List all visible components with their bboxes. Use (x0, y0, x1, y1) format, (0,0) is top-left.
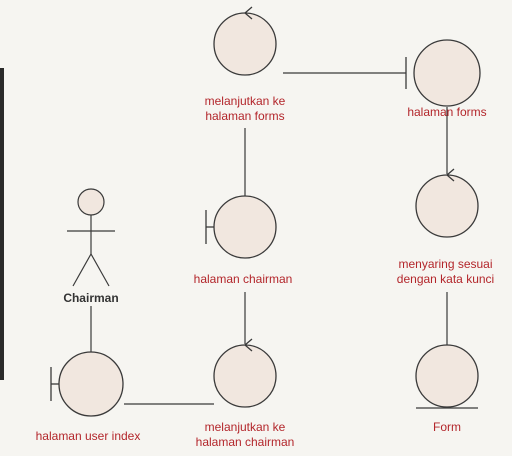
label-form: Form (433, 420, 461, 434)
label-halaman-user-index: halaman user index (35, 429, 141, 443)
entity-form[interactable] (415, 344, 479, 409)
control-melanjutkan-chairman[interactable] (213, 338, 277, 408)
label-halaman-forms: halaman forms (407, 105, 487, 119)
control-melanjutkan-forms[interactable] (213, 6, 277, 76)
label-melanjutkan-forms: melanjutkan ke halaman forms (204, 94, 286, 123)
boundary-halaman-user-index[interactable] (50, 351, 124, 417)
label-halaman-chairman: halaman chairman (193, 272, 293, 286)
label-melanjutkan-chairman: melanjutkan ke halaman chairman (195, 420, 295, 449)
boundary-halaman-chairman[interactable] (205, 195, 277, 259)
control-menyaring[interactable] (415, 168, 479, 238)
label-actor-chairman: Chairman (63, 291, 119, 305)
boundary-halaman-forms[interactable] (405, 39, 481, 107)
left-edge-strip (0, 68, 4, 380)
actor-chairman[interactable] (67, 188, 115, 287)
label-menyaring: menyaring sesuai dengan kata kunci (396, 257, 495, 286)
